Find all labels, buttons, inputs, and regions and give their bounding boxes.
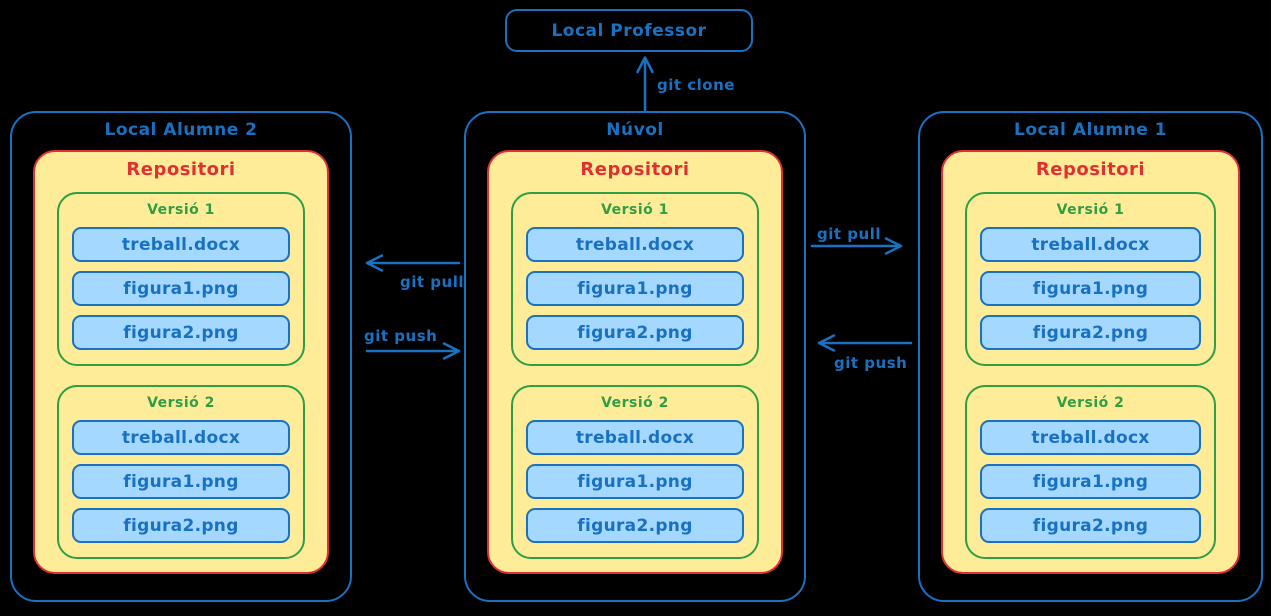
file-item: treball.docx [980, 227, 1201, 262]
file-item: figura2.png [526, 508, 744, 543]
git-push-label-left: git push [364, 327, 438, 345]
file-item: figura1.png [526, 271, 744, 306]
version-box: Versió 2 treball.docx figura1.png figura… [57, 385, 305, 559]
version-label: Versió 1 [1056, 202, 1125, 218]
file-item: figura2.png [980, 315, 1201, 350]
repository-label: Repositori [126, 159, 236, 180]
file-item: figura1.png [980, 464, 1201, 499]
git-pull-label-right: git pull [817, 225, 881, 243]
version-box: Versió 2 treball.docx figura1.png figura… [965, 385, 1216, 559]
version-label: Versió 2 [601, 395, 669, 411]
node-local-professor: Local Professor [505, 9, 753, 52]
git-push-label-right: git push [834, 354, 908, 372]
file-item: treball.docx [72, 227, 290, 262]
repository-label: Repositori [1035, 159, 1146, 180]
file-item: figura2.png [980, 508, 1201, 543]
file-item: figura1.png [72, 271, 290, 306]
file-item: figura1.png [526, 464, 744, 499]
node-title: Local Alumne 2 [104, 120, 258, 140]
version-label: Versió 1 [601, 202, 669, 218]
git-push-arrow-from-alumne2 [365, 342, 461, 360]
version-box: Versió 1 treball.docx figura1.png figura… [511, 192, 759, 366]
version-box: Versió 2 treball.docx figura1.png figura… [511, 385, 759, 559]
git-push-arrow-from-alumne1 [817, 334, 913, 352]
file-item: figura2.png [72, 315, 290, 350]
node-local-professor-label: Local Professor [551, 20, 707, 41]
git-clone-arrow [636, 56, 654, 112]
file-item: figura1.png [72, 464, 290, 499]
git-clone-label: git clone [657, 76, 735, 94]
file-item: treball.docx [980, 420, 1201, 455]
node-local-alumne-2: Local Alumne 2 Repositori Versió 1 treba… [10, 111, 352, 602]
file-item: treball.docx [526, 420, 744, 455]
version-box: Versió 1 treball.docx figura1.png figura… [57, 192, 305, 366]
node-local-alumne-1: Local Alumne 1 Repositori Versió 1 treba… [918, 111, 1263, 602]
git-pull-arrow-to-alumne2 [365, 254, 461, 272]
node-title: Núvol [606, 120, 664, 140]
file-item: figura2.png [526, 315, 744, 350]
repository-box: Repositori Versió 1 treball.docx figura1… [487, 150, 783, 574]
git-pull-label-left: git pull [400, 273, 464, 291]
file-item: treball.docx [526, 227, 744, 262]
version-label: Versió 2 [1056, 395, 1125, 411]
file-item: figura2.png [72, 508, 290, 543]
repository-box: Repositori Versió 1 treball.docx figura1… [33, 150, 329, 574]
node-nuvol: Núvol Repositori Versió 1 treball.docx f… [464, 111, 806, 602]
node-title: Local Alumne 1 [1014, 120, 1167, 140]
repository-label: Repositori [580, 159, 690, 180]
git-pull-arrow-to-alumne1 [810, 237, 903, 255]
version-box: Versió 1 treball.docx figura1.png figura… [965, 192, 1216, 366]
file-item: treball.docx [72, 420, 290, 455]
version-label: Versió 1 [147, 202, 215, 218]
file-item: figura1.png [980, 271, 1201, 306]
version-label: Versió 2 [147, 395, 215, 411]
repository-box: Repositori Versió 1 treball.docx figura1… [941, 150, 1240, 574]
